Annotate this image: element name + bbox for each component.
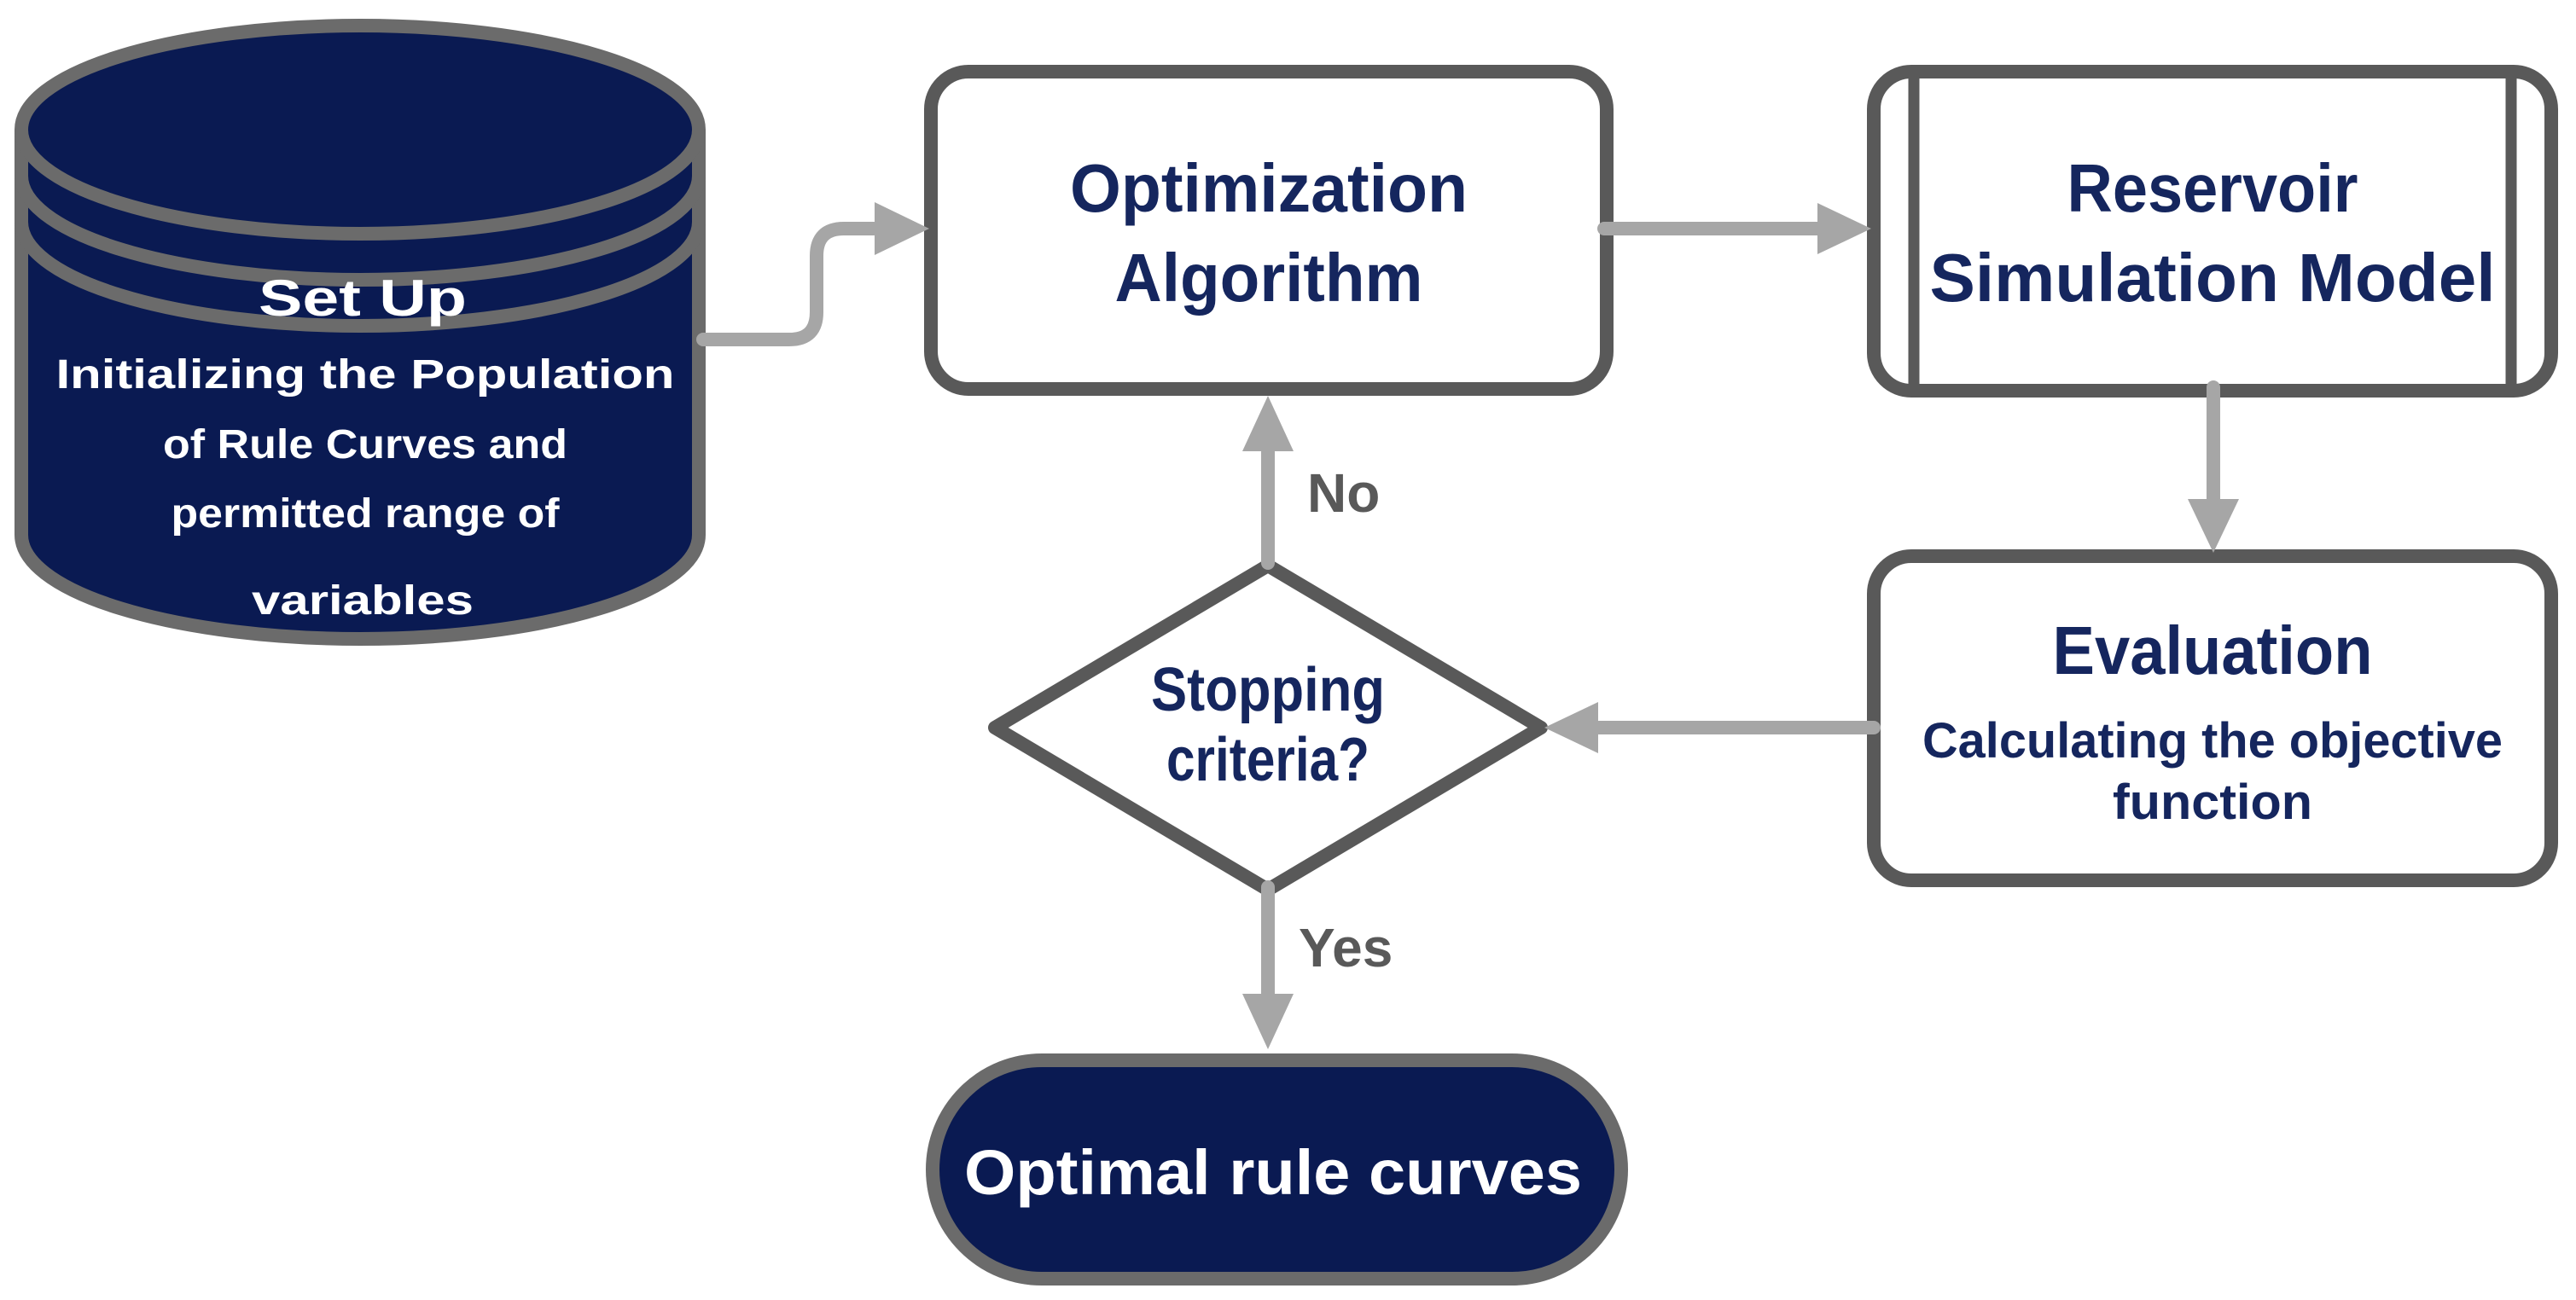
arrowhead-yes-into-output [1242, 994, 1294, 1049]
yes-label: Yes [1299, 917, 1393, 978]
evaluation-box [1867, 549, 2558, 887]
arrowhead-into-decision [1544, 702, 1598, 753]
optimization-line-1: Optimization [1070, 150, 1468, 226]
decision-line-2: criteria? [1166, 726, 1369, 794]
setup-cylinder-node: Set Up Initializing the Population of Ru… [15, 19, 706, 646]
optimization-box [924, 65, 1614, 396]
output-node: Optimal rule curves [926, 1053, 1628, 1285]
cylinder-body [15, 130, 706, 646]
reservoir-line-1: Reservoir [2067, 150, 2358, 226]
evaluation-node: Evaluation Calculating the objective fun… [1867, 549, 2558, 887]
output-capsule [926, 1053, 1628, 1285]
setup-line-4: variables [252, 578, 474, 624]
evaluation-sub-2: function [2113, 775, 2312, 830]
no-label: No [1307, 462, 1380, 524]
decision-line-1: Stopping [1151, 656, 1385, 724]
decision-node: Stopping criteria? [988, 559, 1548, 897]
setup-line-2: of Rule Curves and [163, 422, 567, 467]
cylinder-top-ellipse [15, 19, 706, 241]
arrowhead-into-evaluation [2188, 499, 2239, 553]
evaluation-title: Evaluation [2053, 612, 2373, 688]
output-label: Optimal rule curves [964, 1137, 1582, 1208]
evaluation-sub-1: Calculating the objective [1922, 713, 2503, 769]
connector-setup-to-optimization [696, 222, 881, 346]
setup-line-1: Initializing the Population [56, 352, 675, 398]
arrowhead-into-reservoir [1817, 203, 1871, 254]
optimization-line-2: Algorithm [1115, 240, 1423, 316]
optimization-node: Optimization Algorithm [924, 65, 1614, 396]
reservoir-line-2: Simulation Model [1930, 240, 2496, 316]
setup-line-3: permitted range of [172, 491, 561, 537]
cylinder-ring-2 [15, 221, 706, 333]
connectors [696, 202, 2239, 1049]
arrowhead-no-into-optimization [1242, 396, 1294, 451]
setup-title: Set Up [259, 270, 467, 327]
arrowhead-into-optimization-left [875, 202, 929, 255]
cylinder-ring-1 [15, 175, 706, 287]
reservoir-node: Reservoir Simulation Model [1867, 65, 2558, 398]
reservoir-box [1867, 65, 2558, 398]
